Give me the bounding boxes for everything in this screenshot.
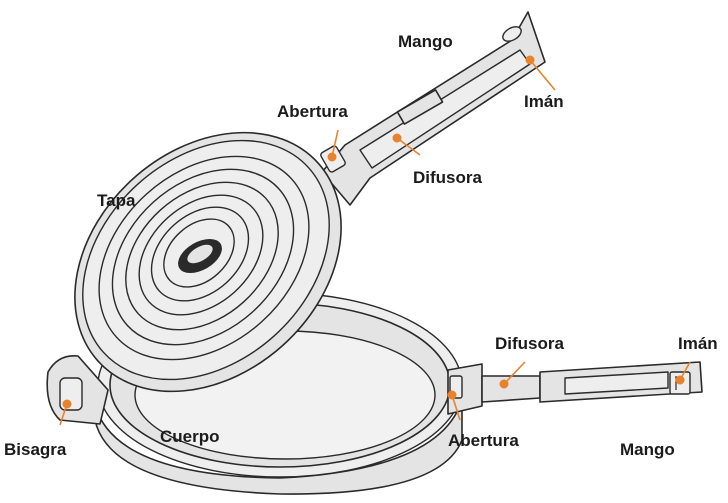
label-lid-handle: Mango [398, 32, 453, 51]
label-lid-diffuser: Difusora [413, 168, 483, 187]
label-lid-magnet: Imán [524, 92, 564, 111]
label-body-handle: Mango [620, 440, 675, 459]
label-lid: Tapa [97, 191, 136, 210]
label-body: Cuerpo [160, 427, 220, 446]
label-hinge: Bisagra [4, 440, 67, 459]
label-body-magnet: Imán [678, 334, 718, 353]
label-lid-opening: Abertura [277, 102, 348, 121]
label-body-diffuser: Difusora [495, 334, 565, 353]
label-body-opening: Abertura [448, 431, 519, 450]
